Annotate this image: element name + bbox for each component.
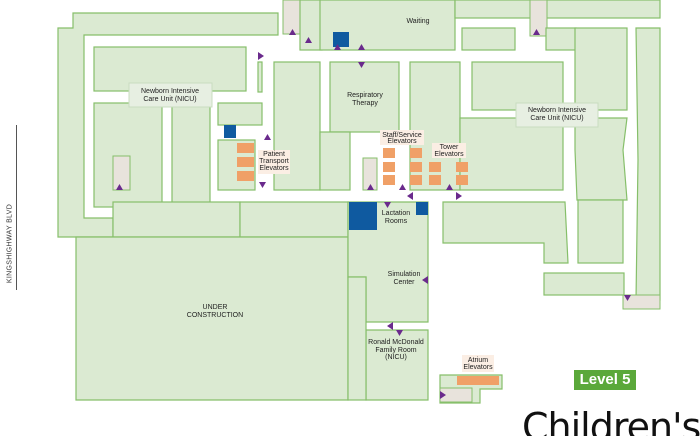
label-simulation: Simulation — [388, 271, 421, 278]
label-atrium: Atrium — [468, 357, 488, 364]
room — [471, 61, 564, 111]
room — [347, 276, 367, 401]
elevator-icons — [237, 143, 499, 385]
label-nicu-right-2: Care Unit (NICU) — [530, 115, 583, 122]
room — [461, 27, 516, 51]
label-waiting: Waiting — [406, 18, 429, 25]
label-nicu-left-2: Care Unit (NICU) — [143, 96, 196, 103]
label-respiratory-2: Therapy — [352, 100, 378, 107]
restroom-icon — [416, 202, 428, 215]
restroom-icon — [224, 125, 236, 138]
label-under-construction-2: CONSTRUCTION — [187, 312, 243, 319]
label-patient-transport: Patient — [263, 151, 285, 158]
label-nicu-right: Newborn Intensive — [528, 107, 586, 114]
stairs — [529, 0, 548, 37]
label-lactation-2: Rooms — [385, 218, 408, 225]
room — [257, 61, 263, 93]
label-patient-transport-2: Transport — [259, 158, 289, 165]
label-simulation-2: Center — [393, 279, 415, 286]
room — [442, 201, 569, 264]
entrance-arrows — [116, 29, 631, 399]
room — [543, 272, 625, 296]
label-tower-elevators-2: Elevators — [434, 151, 464, 158]
label-lactation: Lactation — [382, 210, 411, 217]
room — [93, 102, 163, 208]
label-nicu-left: Newborn Intensive — [141, 88, 199, 95]
label-ronald-mcdonald-3: (NICU) — [385, 354, 407, 361]
level-badge: Level 5 — [574, 370, 636, 390]
room — [574, 117, 628, 201]
room — [574, 27, 628, 111]
label-ronald-mcdonald-2: Family Room — [375, 347, 416, 354]
stairs — [282, 0, 301, 35]
room — [112, 201, 241, 238]
room — [577, 199, 624, 264]
room — [171, 102, 211, 208]
stairs — [112, 155, 131, 191]
label-atrium-2: Elevators — [463, 364, 493, 371]
street-line — [16, 125, 17, 290]
childrens-logo: Children's — [522, 405, 700, 436]
label-staff-elevators: Staff/Service — [382, 132, 422, 139]
stairs — [622, 294, 661, 310]
room — [217, 102, 263, 126]
restroom-icon — [333, 32, 349, 47]
room — [635, 27, 661, 301]
room — [454, 0, 661, 19]
room — [319, 131, 351, 191]
street-label: KINGSHIGHWAY BLVD — [6, 203, 14, 284]
room — [239, 201, 349, 238]
label-staff-elevators-2: Elevators — [387, 138, 417, 145]
label-respiratory: Respiratory — [347, 92, 383, 99]
label-tower-elevators: Tower — [440, 144, 459, 151]
label-ronald-mcdonald: Ronald McDonald — [368, 339, 424, 346]
restroom-icon — [349, 202, 377, 230]
room-respiratory-therapy — [329, 61, 400, 133]
label-under-construction: UNDER — [203, 304, 228, 311]
room — [459, 117, 564, 191]
label-patient-transport-3: Elevators — [259, 165, 289, 172]
room — [545, 27, 577, 51]
